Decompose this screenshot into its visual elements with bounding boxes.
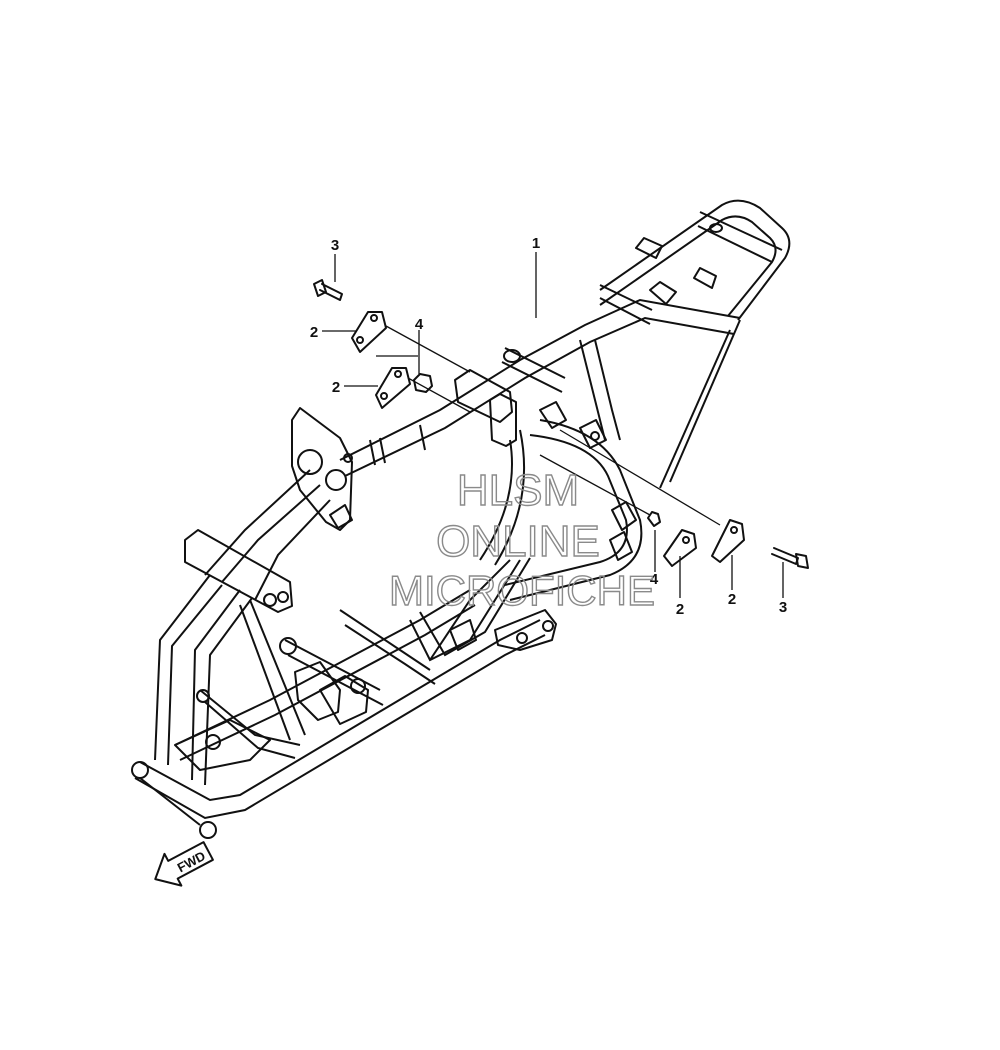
bracket-2-right-a <box>663 529 697 567</box>
nut-4-left <box>413 373 433 393</box>
right-hardware <box>647 511 809 569</box>
callout-3-right: 3 <box>779 599 787 616</box>
engine-cradle <box>174 557 557 771</box>
callout-2-right-b: 2 <box>728 591 736 608</box>
front-loops <box>154 574 306 786</box>
callout-1: 1 <box>532 235 540 252</box>
fwd-arrow: FWD <box>154 841 214 887</box>
head-plate <box>291 407 353 531</box>
bracket-2-lower-left <box>375 367 411 409</box>
callout-2-right-a: 2 <box>676 601 684 618</box>
callout-4-right: 4 <box>650 571 659 588</box>
callouts: 1 3 2 2 4 4 2 2 3 <box>310 235 787 618</box>
callout-2-lower-left: 2 <box>332 379 340 396</box>
bolt-3-left <box>313 279 343 301</box>
watermark-line1: HLSM <box>457 466 579 515</box>
left-hardware <box>313 279 433 409</box>
watermark-line3: MICROFICHE <box>389 567 655 614</box>
front-down-tubes <box>204 469 331 601</box>
callout-2-upper-left: 2 <box>310 324 318 341</box>
bracket-2-right-b <box>711 519 745 563</box>
upper-rails <box>339 284 741 489</box>
center-bracket <box>454 369 513 423</box>
nut-4-right <box>647 511 661 527</box>
rear-loop <box>329 401 643 601</box>
frame-assembly <box>131 199 791 839</box>
bracket-2-upper-left <box>351 311 387 353</box>
rear-rack <box>599 199 791 321</box>
front-cross-plate <box>184 529 293 613</box>
watermark-line2: ONLINE <box>436 517 600 566</box>
callout-leaders <box>322 252 784 598</box>
callout-4-left: 4 <box>415 316 424 333</box>
callout-3-left: 3 <box>331 237 339 254</box>
watermark: HLSM ONLINE MICROFICHE <box>388 465 655 614</box>
bolt-3-right <box>771 547 809 569</box>
assembly-lines <box>376 325 721 526</box>
